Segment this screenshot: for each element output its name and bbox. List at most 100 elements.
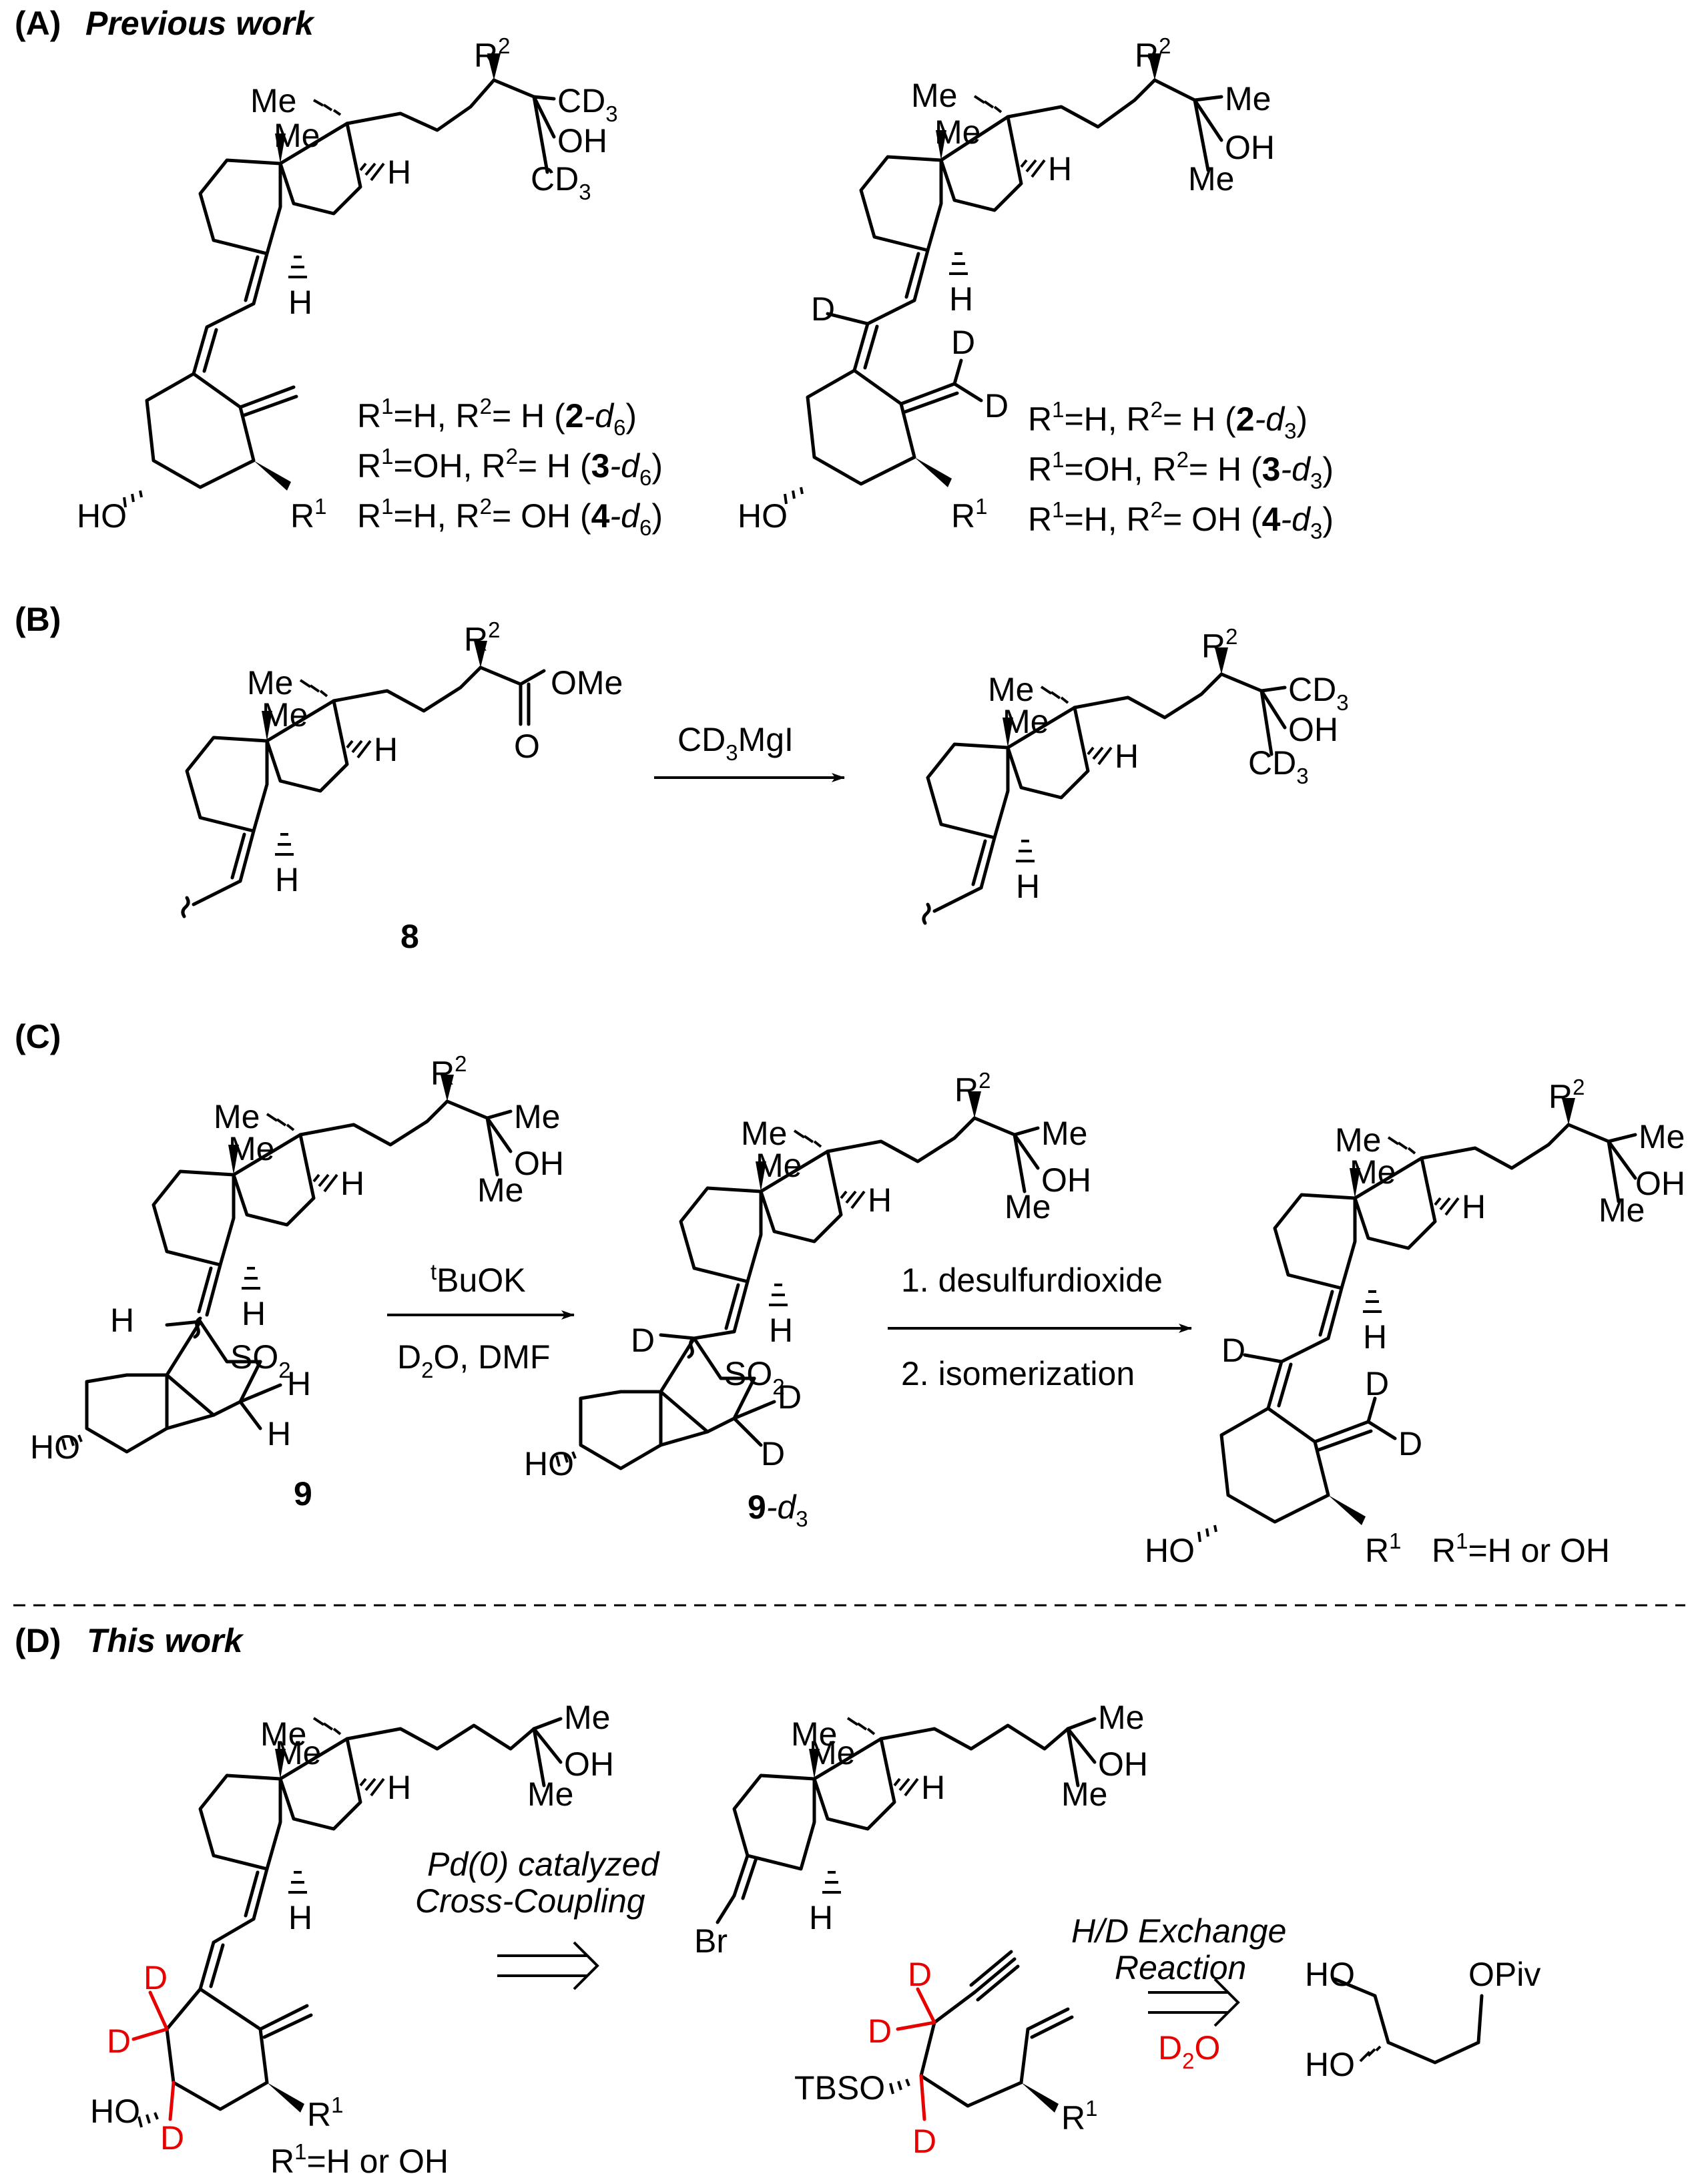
- c9d-me-2: Me: [756, 1147, 802, 1184]
- d-target-me-1: Me: [260, 1715, 306, 1753]
- c9-ho: HO: [30, 1428, 80, 1466]
- c9d-h-1: H: [868, 1181, 892, 1219]
- c-prod-ho: HO: [1145, 1532, 1195, 1569]
- c-prod-me-1: Me: [1335, 1121, 1381, 1159]
- a-right-d-3: D: [984, 387, 1009, 425]
- d-target-me-3: Me: [564, 1699, 610, 1736]
- d-target-ho: HO: [90, 2093, 140, 2130]
- c-step-1: 1. desulfurdioxide: [901, 1262, 1163, 1299]
- c9-r2: R2: [431, 1051, 467, 1092]
- a-left-r1: R1: [290, 494, 326, 535]
- c-prod-me-4: Me: [1599, 1191, 1645, 1229]
- b8-o: O: [514, 728, 540, 765]
- b-prod-me-2: Me: [1003, 703, 1049, 740]
- a-right-d-2: D: [951, 324, 975, 361]
- a-right-h-1: H: [1048, 150, 1072, 188]
- c-prod-r1-note: R1=H or OH: [1432, 1529, 1610, 1569]
- c9-h-2: H: [242, 1295, 266, 1332]
- d-br-oh: OH: [1098, 1745, 1148, 1783]
- panel-d-retro-arrow-1: [497, 1941, 599, 1990]
- b-prod-h-2: H: [1016, 868, 1040, 905]
- d-enyne-r1: R1: [1061, 2096, 1097, 2137]
- b8-me-1: Me: [247, 664, 293, 702]
- c9-h-3: H: [110, 1302, 134, 1339]
- c9d-me-3: Me: [1041, 1115, 1087, 1152]
- c-reagent-solvent: D2O, DMF: [397, 1338, 550, 1382]
- d-enyne-tbso: TBSO: [794, 2069, 885, 2107]
- c9-me-1: Me: [214, 1098, 260, 1135]
- a-right-labels: R1=H, R2= H (2-d3) R1=OH, R2= H (3-d3) R…: [1028, 397, 1334, 543]
- c9-oh: OH: [514, 1145, 564, 1182]
- d-enyne-d-3: D: [912, 2123, 936, 2160]
- d-pd-label-2: Cross-Coupling: [415, 1882, 645, 1920]
- c9-me-4: Me: [477, 1171, 523, 1209]
- d-target-d-2: D: [107, 2022, 131, 2060]
- panel-d-enyne-red-bonds: [896, 1987, 936, 2121]
- panel-d-cd-bromide: [716, 1717, 1097, 1924]
- d-triol-opiv: OPiv: [1468, 1956, 1540, 1993]
- d-d2o-label: D2O: [1158, 2029, 1220, 2073]
- c9-h-5: H: [267, 1415, 291, 1452]
- b8-ome: OMe: [551, 664, 623, 702]
- compound-9d3-label: 9-d3: [748, 1488, 808, 1531]
- a-right-d-1: D: [811, 290, 835, 328]
- c-prod-d-3: D: [1398, 1425, 1422, 1462]
- compound-9-label: 9: [294, 1475, 312, 1513]
- c-reagent-base: tBuOK: [431, 1260, 526, 1299]
- c9-so2: SO2: [230, 1338, 291, 1382]
- d-target-d-1: D: [144, 1959, 168, 1996]
- a-left-r2: R2: [474, 33, 510, 74]
- a-right-h-2: H: [949, 280, 973, 318]
- d-target-me-2: Me: [275, 1734, 321, 1771]
- b-prod-r2: R2: [1201, 624, 1237, 665]
- c-prod-d-1: D: [1221, 1332, 1245, 1369]
- panel-b-letter: (B): [15, 601, 61, 638]
- c-prod-h-1: H: [1462, 1188, 1486, 1225]
- d-target-d-3: D: [160, 2119, 184, 2157]
- d-target-h-1: H: [387, 1769, 411, 1806]
- c-prod-h-2: H: [1363, 1318, 1387, 1356]
- c9d-so2: SO2: [724, 1355, 785, 1399]
- a-right-me-2: Me: [934, 113, 980, 151]
- a-left-h-2: H: [288, 284, 312, 321]
- panel-c-letter: (C): [15, 1018, 61, 1055]
- panel-b-compound-8: [181, 641, 546, 918]
- a-right-me-4: Me: [1188, 160, 1234, 198]
- b-prod-cd3-bottom: CD3: [1248, 744, 1309, 788]
- d-enyne-d-2: D: [868, 2012, 892, 2050]
- b-prod-oh: OH: [1288, 711, 1338, 748]
- d-triol-ho-2: HO: [1305, 2046, 1355, 2083]
- c9-me-2: Me: [228, 1130, 274, 1167]
- b-prod-me-1: Me: [988, 671, 1034, 708]
- panel-d-target-molecule: [137, 1717, 563, 2128]
- a-right-r2: R2: [1135, 33, 1171, 74]
- a-left-cd3-top: CD3: [557, 82, 618, 126]
- panel-d-title: This work: [87, 1622, 244, 1659]
- b-prod-h-1: H: [1115, 738, 1139, 775]
- c9-me-3: Me: [514, 1098, 560, 1135]
- a-left-me-1: Me: [250, 82, 296, 119]
- panel-a-right-molecule: [784, 53, 1223, 505]
- d-triol-ho-1: HO: [1305, 1956, 1355, 1993]
- d-br-h-2: H: [809, 1899, 833, 1936]
- c9d-oh: OH: [1041, 1161, 1091, 1199]
- d-target-h-2: H: [288, 1899, 312, 1936]
- a-left-ho: HO: [77, 497, 127, 535]
- c9d-d-2: D: [778, 1378, 802, 1416]
- panel-d-triol: [1333, 1977, 1484, 2065]
- c-prod-me-2: Me: [1350, 1153, 1396, 1191]
- a-left-me-2: Me: [274, 117, 320, 154]
- panel-d-enyne-fragment: [889, 1950, 1074, 2113]
- c-prod-me-3: Me: [1639, 1118, 1685, 1155]
- a-left-labels: R1=H, R2= H (2-d6) R1=OH, R2= H (3-d6) R…: [357, 394, 663, 540]
- d-br-me-1: Me: [791, 1715, 837, 1753]
- d-br-me-4: Me: [1061, 1776, 1107, 1813]
- d-pd-label-1: Pd(0) catalyzed: [427, 1846, 661, 1883]
- c9-h-1: H: [340, 1165, 364, 1202]
- c-prod-oh: OH: [1635, 1165, 1685, 1202]
- a-left-oh: OH: [557, 122, 607, 160]
- panel-d-target-red-bonds: [131, 1990, 176, 2121]
- a-right-me-1: Me: [911, 77, 957, 114]
- d-target-r1: R1: [307, 2093, 343, 2133]
